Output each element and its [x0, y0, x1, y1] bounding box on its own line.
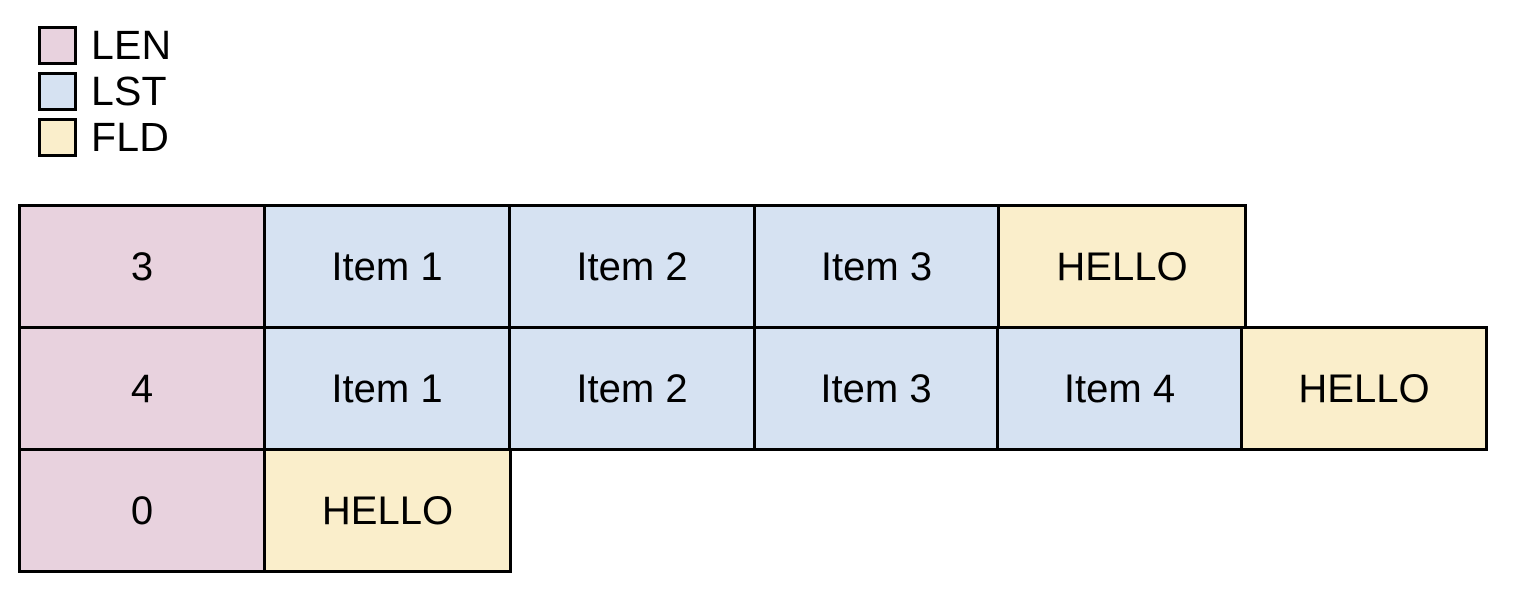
table-cell-len: 3 [18, 204, 266, 329]
legend-item-label: FLD [91, 113, 170, 160]
table-cell-len: 0 [18, 448, 266, 573]
table-cell-lst: Item 3 [753, 204, 1000, 329]
table-cell-len: 4 [18, 326, 266, 451]
table-cell-lst: Item 2 [508, 326, 756, 451]
table-cell-lst: Item 4 [996, 326, 1243, 451]
legend-item-len: LEN [38, 22, 171, 68]
table-cell-fld: HELLO [263, 448, 512, 573]
table-cell-lst: Item 2 [508, 204, 756, 329]
table-cell-fld: HELLO [997, 204, 1247, 329]
legend-item-fld: FLD [38, 114, 171, 160]
table-cell-fld: HELLO [1240, 326, 1488, 451]
legend-swatch-icon [38, 71, 77, 111]
legend-item-label: LST [91, 67, 167, 114]
legend-item-label: LEN [91, 21, 172, 68]
table-cell-lst: Item 3 [753, 326, 999, 451]
table-cell-lst: Item 1 [263, 204, 511, 329]
table-cell-lst: Item 1 [263, 326, 511, 451]
legend-item-lst: LST [38, 68, 171, 114]
legend-swatch-icon [38, 25, 77, 65]
legend-swatch-icon [38, 117, 77, 157]
